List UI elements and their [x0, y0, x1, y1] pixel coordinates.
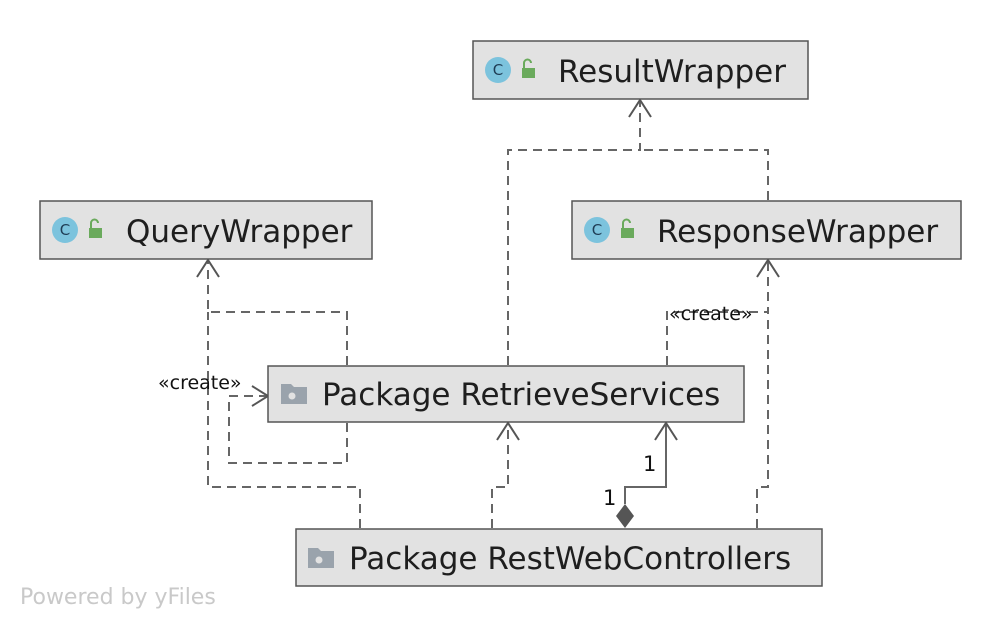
folder-icon	[308, 548, 334, 568]
node-response-wrapper[interactable]: C ResponseWrapper	[571, 200, 962, 260]
node-label: Package RestWebControllers	[349, 541, 791, 577]
create-label-response: «create»	[669, 303, 753, 325]
multiplicity-source: 1	[603, 486, 616, 510]
node-package-rest-web-controllers[interactable]: Package RestWebControllers	[295, 528, 823, 587]
node-package-retrieve-services[interactable]: Package RetrieveServices	[267, 365, 745, 423]
arrowhead-response-wrapper	[756, 258, 780, 278]
unlocked-icon	[621, 218, 634, 238]
class-icon-letter: C	[493, 61, 503, 79]
folder-icon	[281, 384, 307, 404]
node-box	[571, 200, 962, 260]
class-icon: C	[52, 217, 78, 243]
edge-retrieve-self-create	[228, 395, 348, 464]
node-label: QueryWrapper	[126, 214, 353, 250]
node-box	[267, 365, 745, 423]
node-label: Package RetrieveServices	[322, 377, 720, 413]
multiplicity-target: 1	[643, 452, 656, 476]
edge-controllers-to-response	[756, 312, 769, 528]
unlocked-icon	[89, 218, 102, 238]
edge-controllers-to-query	[207, 312, 361, 528]
edge-composition	[624, 423, 667, 504]
edge-retrieve-to-response-create	[666, 260, 769, 365]
unlocked-icon	[522, 58, 535, 78]
create-label-self: «create»	[158, 372, 242, 394]
node-result-wrapper[interactable]: C ResultWrapper	[472, 40, 809, 100]
class-icon: C	[584, 217, 610, 243]
arrowhead-result-wrapper	[628, 98, 652, 118]
node-query-wrapper[interactable]: C QueryWrapper	[39, 200, 373, 260]
arrowhead-retrieve-from-controllers	[496, 421, 520, 441]
node-label: ResultWrapper	[558, 54, 786, 90]
watermark-text: Powered by yFiles	[20, 585, 216, 610]
edge-controllers-to-retrieve	[491, 423, 509, 528]
class-icon: C	[485, 57, 511, 83]
edge-retrieve-to-result	[507, 100, 641, 365]
node-label: ResponseWrapper	[657, 214, 938, 250]
arrowhead-composition	[654, 421, 678, 441]
node-box	[295, 528, 823, 587]
arrowhead-query-wrapper	[196, 258, 220, 278]
class-icon-letter: C	[592, 221, 602, 239]
class-icon-letter: C	[60, 221, 70, 239]
composition-diamond-icon	[616, 504, 634, 528]
edge-response-to-result	[640, 149, 769, 200]
edge-retrieve-to-query	[207, 260, 348, 365]
